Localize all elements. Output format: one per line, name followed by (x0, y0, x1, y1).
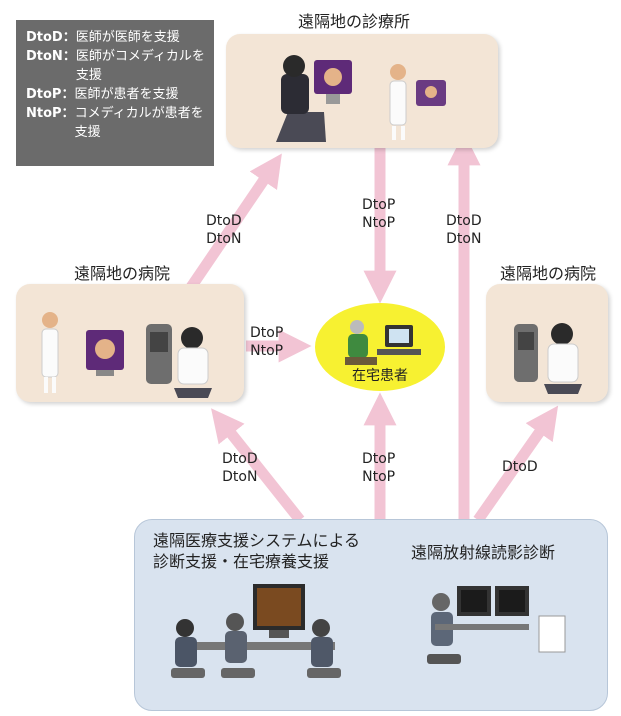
legend-desc: 医師がコメディカルを支援 (75, 49, 205, 83)
clinic-illustration (276, 55, 446, 142)
system-title: 遠隔医療支援システムによる 診断支援・在宅療養支援 (153, 531, 361, 571)
arrow-label-system-to-clinic: DtoD DtoN (446, 213, 482, 247)
hospital-right-title: 遠隔地の病院 (500, 264, 597, 283)
patient-label: 在宅患者 (352, 368, 408, 384)
clinic-title: 遠隔地の診療所 (298, 12, 411, 31)
hospital-left-box (16, 284, 244, 402)
legend-row-ntop: NtoP： コメディカルが患者を支援 (26, 104, 208, 142)
hospital-left-title: 遠隔地の病院 (74, 264, 171, 283)
legend-box: DtoD： 医師が医師を支援 DtoN： 医師がコメディカルを支援 DtoP： … (16, 20, 214, 166)
legend-desc: 医師が医師を支援 (75, 30, 180, 45)
arrow-label-hospital-to-clinic: DtoD DtoN (206, 213, 242, 247)
system-box: 遠隔医療支援システムによる 診断支援・在宅療養支援 遠隔放射線読影診断 (134, 519, 608, 711)
arrow-hospital-to-clinic (180, 153, 282, 300)
patient-ellipse: 在宅患者 (315, 303, 445, 391)
arrow-label-clinic-to-patient: DtoP NtoP (362, 197, 396, 231)
legend-row-dtod: DtoD： 医師が医師を支援 (26, 28, 208, 47)
patient-illustration (345, 320, 421, 365)
radiology-title: 遠隔放射線読影診断 (411, 543, 556, 562)
hospital-right-illustration (514, 323, 582, 394)
legend-code: NtoP： (26, 106, 75, 121)
legend-code: DtoD： (26, 30, 76, 45)
arrow-label-system-to-patient: DtoP NtoP (362, 451, 396, 485)
legend-row-dton: DtoN： 医師がコメディカルを支援 (26, 47, 208, 85)
legend-desc: 医師が患者を支援 (74, 87, 179, 102)
legend-code: DtoP： (26, 87, 75, 102)
clinic-box (226, 34, 498, 148)
arrow-system-to-hospital (211, 408, 305, 524)
hospital-right-box (486, 284, 608, 402)
system-illustration (171, 584, 566, 678)
hospital-left-illustration (41, 312, 212, 398)
legend-row-dtop: DtoP： 医師が患者を支援 (26, 85, 208, 104)
arrow-label-hospital-to-patient: DtoP NtoP (250, 325, 284, 359)
legend-code: DtoN： (26, 49, 76, 64)
arrow-label-radiology-to-hospital: DtoD (502, 459, 538, 475)
arrow-label-system-to-hospital: DtoD DtoN (222, 451, 258, 485)
arrow-radiology-to-hospital (473, 405, 559, 524)
legend-desc: コメディカルが患者を支援 (74, 106, 204, 140)
